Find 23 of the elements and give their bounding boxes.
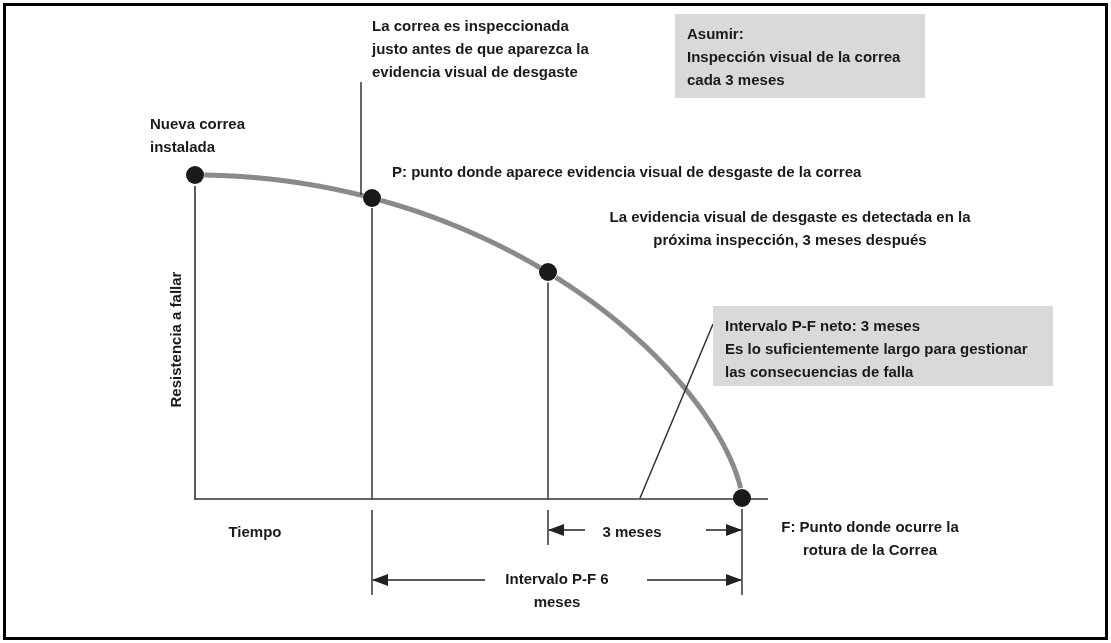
axis-label: Tiempo bbox=[227, 522, 283, 542]
leader-line bbox=[360, 81, 362, 196]
point-marker bbox=[539, 263, 557, 282]
point-marker bbox=[733, 489, 751, 507]
dimension-label: Intervalo P-F 6 meses bbox=[504, 569, 610, 612]
annotation-text: P: punto donde aparece evidencia visual de desgaste de la correa bbox=[392, 162, 863, 182]
annotation-text: F: Punto donde ocurre la rotura de la Correa bbox=[780, 517, 960, 560]
annotation-text: La correa es inspeccionada justo antes de que aparezca la evidencia visual de desgaste bbox=[372, 16, 590, 82]
degradation-curve bbox=[378, 197, 543, 270]
leader-line bbox=[639, 323, 714, 499]
note-box bbox=[675, 14, 925, 98]
axis-label: Resistencia a fallar bbox=[165, 270, 185, 410]
dimension-label: 3 meses bbox=[601, 522, 663, 542]
note-heading: Intervalo P-F neto: 3 meses bbox=[725, 316, 922, 336]
note-box bbox=[713, 306, 1053, 386]
note-text: Inspección visual de la correa cada 3 meses bbox=[687, 47, 902, 90]
point-marker bbox=[363, 188, 381, 207]
annotation-text: Nueva correa instalada bbox=[150, 114, 247, 157]
degradation-curve bbox=[553, 275, 743, 489]
note-text: Es lo suficientemente largo para gestionar las consecuencias de falla bbox=[725, 339, 1029, 382]
point-marker bbox=[186, 166, 204, 184]
annotation-text: La evidencia visual de desgaste es detectada en la próxima inspección, 3 meses después bbox=[608, 207, 972, 250]
note-heading: Asumir: bbox=[687, 24, 745, 44]
